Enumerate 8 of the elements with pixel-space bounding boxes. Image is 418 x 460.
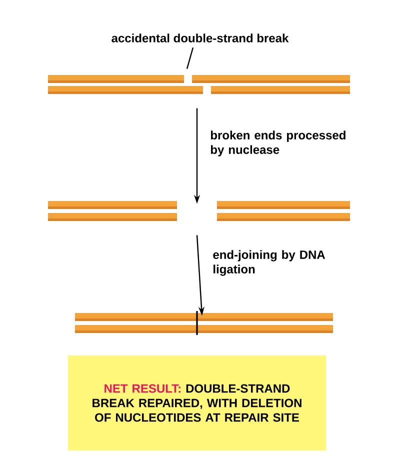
dna-drawing bbox=[48, 201, 350, 221]
edge-label: broken ends processed by nuclease bbox=[210, 130, 346, 156]
leader-line bbox=[186, 47, 194, 69]
dna-drawing bbox=[48, 75, 350, 94]
dna-drawing bbox=[75, 311, 333, 335]
result-box: NET RESULT: DOUBLE-STRAND BREAK REPAIRED, WITH DELETION OF NUCLEOTIDES AT REPAIR SITE bbox=[68, 356, 326, 450]
edge-label: end-joining by DNA ligation bbox=[213, 250, 326, 276]
caption-text: accidental double-strand break bbox=[112, 34, 289, 42]
